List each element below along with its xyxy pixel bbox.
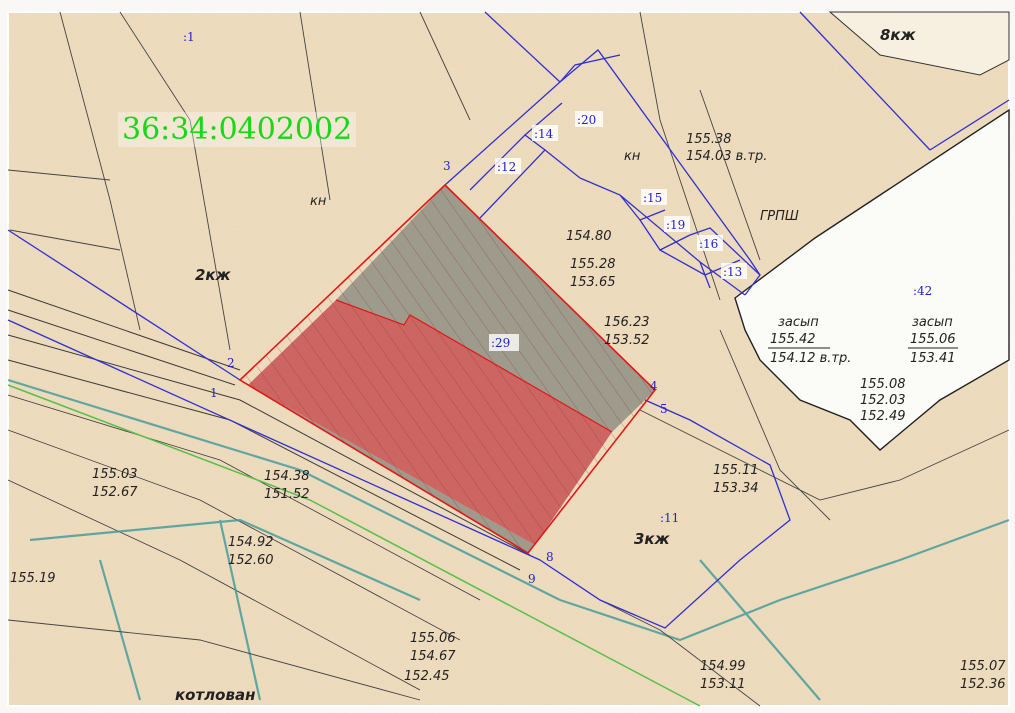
elev-p: 151.52 [264,487,310,502]
label-13-bg [721,263,747,279]
elev-g: 152.49 [860,409,906,424]
elev-b: 153.65 [570,275,616,290]
elev-s: 155.06 [410,631,456,646]
zasyp-left-label: засып [778,315,819,330]
kzh-2-label: 2кж [195,266,232,284]
zasyp-left-top: 155.42 [770,332,816,347]
parcel-label-12: :12 [497,160,516,174]
label-16-bg [697,235,723,251]
elev-v: 154.99 [700,659,746,674]
elev-x: 155.07 [960,659,1006,674]
zasyp-right-top: 155.06 [910,332,956,347]
kn-label-2: кн [624,149,641,164]
elev-r: 152.60 [228,553,274,568]
cadastral-quarter-number: 36:34:0402002 [118,112,357,147]
elev-z: 155.19 [10,571,56,586]
elev-k: 155.11 [713,463,759,478]
label-20-bg [575,111,603,127]
elev-e: 155.08 [860,377,906,392]
parcel-label-13: :13 [723,265,742,279]
elev-l: 153.34 [713,481,759,496]
elev-w: 153.11 [700,677,746,692]
pipes-teal [7,378,1010,701]
parcel-hatch [240,185,655,553]
vertex-label-3: 3 [443,159,451,173]
vertex-label-5: 5 [660,402,668,416]
elev-o: 154.38 [264,469,310,484]
parcel-label-19: :19 [666,218,685,232]
parcel-label-1: :1 [183,30,195,44]
parcel-label-11: :11 [660,511,679,525]
zasyp-right-bottom: 153.41 [910,351,956,366]
vertex-label-9: 9 [528,572,536,586]
parcel-label-14: :14 [534,127,554,141]
elev-n: 152.67 [92,485,138,500]
elev-f: 152.03 [860,393,906,408]
zasyp-right-label: засып [912,315,953,330]
elev-u: 152.45 [404,669,450,684]
vertex-label-4: 4 [650,379,658,393]
elev-y: 152.36 [960,677,1006,692]
vertex-label-2: 2 [227,356,235,370]
elev-i: 154.03 в.тр. [686,149,767,164]
misc-lines [7,11,1010,707]
elev-c: 156.23 [604,315,650,330]
parcel-29-outline [238,183,657,555]
kn-label-1: кн [310,194,327,209]
street-left [7,289,531,691]
label-19-bg [664,216,690,232]
building-top-right [828,11,1010,76]
green-line [7,384,701,707]
elev-q: 154.92 [228,535,274,550]
building-block-42 [734,108,1010,451]
vertex-label-1: 1 [210,386,218,400]
kotlovan-label: котлован [175,686,255,704]
vertex-label-8: 8 [546,550,554,564]
elev-j: 154.80 [566,229,612,244]
zasyp-left-bottom: 154.12 в.тр. [770,351,851,366]
parcel-label-15: :15 [643,191,662,205]
label-29-bg [489,334,519,351]
parcel-label-20: :20 [577,113,596,127]
elev-h: 155.38 [686,132,732,147]
elev-d: 153.52 [604,333,650,348]
label-14-bg [532,125,558,141]
label-15-bg [641,189,667,205]
parcel-inner-boundary [335,299,613,433]
parcel-label-29: :29 [491,336,510,350]
label-12-bg [495,158,521,174]
elev-a: 155.28 [570,257,616,272]
kzh-3-label: 3кж [634,530,671,548]
parcel-label-42: :42 [913,284,932,298]
parcel-label-16: :16 [699,237,718,251]
kzh-8-label: 8кж [880,26,917,44]
elev-m: 155.03 [92,467,138,482]
grsh-label: ГРПШ [760,209,799,224]
elev-t: 154.67 [410,649,456,664]
